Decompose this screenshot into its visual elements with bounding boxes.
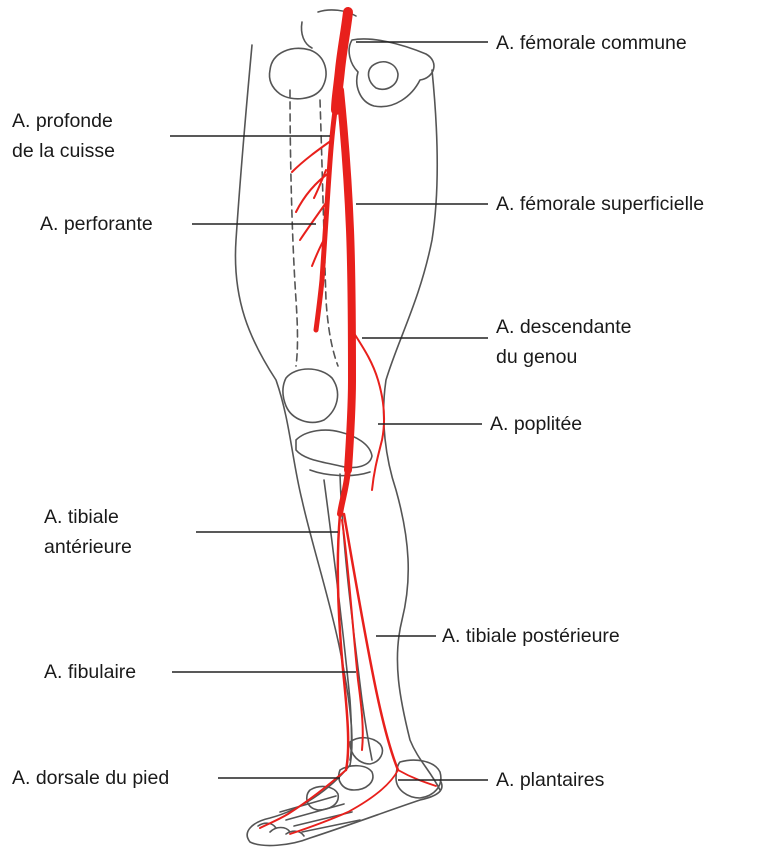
label-tibiale-anterieure: A. tibiale antérieure: [44, 502, 132, 562]
label-descendante-line2: du genou: [496, 342, 632, 372]
patella: [283, 369, 338, 422]
label-plantaires: A. plantaires: [496, 765, 604, 795]
leg-contour-lateral: [235, 45, 352, 765]
superficial-femoral-artery: [340, 90, 352, 470]
descending-genicular-artery: [352, 330, 384, 490]
label-dorsale-pied: A. dorsale du pied: [12, 763, 169, 793]
leg-outline: [235, 10, 442, 846]
label-descendante-line1: A. descendante: [496, 312, 632, 342]
label-profonde-line1: A. profonde: [12, 106, 115, 136]
label-profonde-cuisse: A. profonde de la cuisse: [12, 106, 115, 166]
leg-contour-medial: [384, 70, 440, 790]
pelvis-bone: [349, 39, 434, 107]
label-poplitee: A. poplitée: [490, 409, 582, 439]
metatarsals: [280, 796, 360, 832]
label-femorale-superficielle: A. fémorale superficielle: [496, 189, 704, 219]
knee-condyles: [296, 430, 372, 467]
label-femorale-commune: A. fémorale commune: [496, 28, 687, 58]
label-profonde-line2: de la cuisse: [12, 136, 115, 166]
label-descendante-genou: A. descendante du genou: [496, 312, 632, 372]
label-tibiale-anterieure-line1: A. tibiale: [44, 502, 132, 532]
label-tibiale-posterieure: A. tibiale postérieure: [442, 621, 620, 651]
label-tibiale-anterieure-line2: antérieure: [44, 532, 132, 562]
femoral-head: [269, 48, 326, 98]
label-fibulaire: A. fibulaire: [44, 657, 136, 687]
label-perforante: A. perforante: [40, 209, 153, 239]
malleolus: [350, 738, 382, 764]
obturator-foramen: [369, 62, 398, 89]
femur-shaft-lateral: [290, 90, 298, 366]
